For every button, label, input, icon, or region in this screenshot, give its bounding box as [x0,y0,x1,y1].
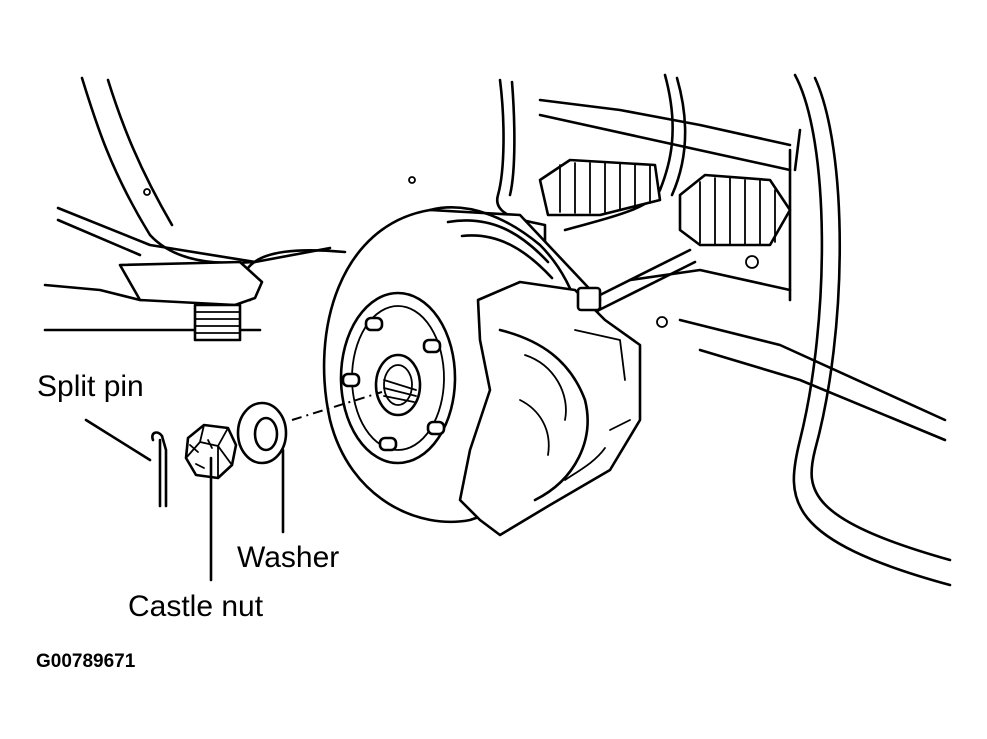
split-pin-label: Split pin [37,370,144,403]
brake-caliper [458,280,642,537]
assembly-centerline [291,391,383,421]
castle-nut [184,423,238,480]
leader-split-pin [84,418,152,462]
castle-nut-label: Castle nut [128,590,264,623]
figure-code: G00789671 [36,651,136,672]
washer [236,401,288,465]
leader-lines [84,418,285,582]
washer-label: Washer [237,541,340,574]
lower-arm-ball-joint [118,248,347,342]
split-pin [151,431,168,508]
steering-rack-boot [538,98,792,328]
wheel-arch-right [628,73,952,587]
